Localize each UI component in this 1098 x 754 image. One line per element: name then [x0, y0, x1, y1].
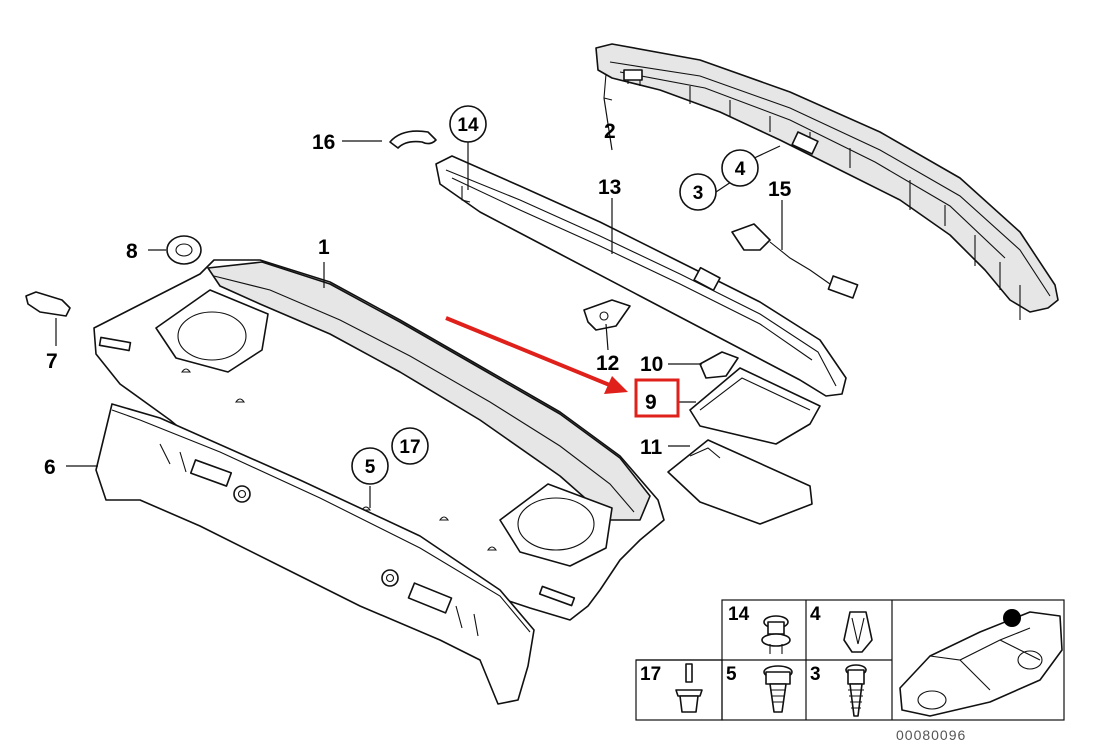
- fastener-legend: 14 4 17 5 3: [635, 599, 1065, 721]
- fastener-17-icon: [675, 663, 703, 713]
- legend-label-3: 3: [810, 664, 821, 685]
- legend-label-14: 14: [728, 604, 750, 625]
- brake-light-housing: [595, 43, 1059, 320]
- callout-9: 9: [645, 391, 657, 414]
- callout-14: 14: [457, 115, 479, 136]
- callout-3: 3: [693, 183, 704, 204]
- legend-label-17: 17: [640, 664, 661, 685]
- panel-11: [667, 439, 813, 525]
- lower-trim-panel: [95, 403, 535, 705]
- clip-16: [389, 130, 437, 149]
- callout-8: 8: [126, 240, 138, 263]
- highlight-arrow: [445, 316, 628, 394]
- leader-lines: [55, 97, 783, 508]
- panel-9: [689, 367, 821, 445]
- callout-17: 17: [399, 437, 420, 458]
- roller-sunblind: [435, 155, 847, 397]
- callout-16: 16: [312, 131, 335, 154]
- callout-12: 12: [596, 352, 619, 375]
- fastener-4-icon: [843, 611, 873, 653]
- callout-2: 2: [604, 120, 616, 143]
- callouts: 16 14 2 4 3 13 15 8 1 7 12 10 9 11 6 5 1…: [44, 105, 792, 485]
- callout-13: 13: [598, 176, 621, 199]
- car-location-icon: [899, 609, 1063, 717]
- callout-11: 11: [640, 436, 663, 459]
- fastener-14-icon: [761, 615, 791, 654]
- catalog-number: 00080096: [896, 727, 966, 743]
- callout-6: 6: [44, 456, 56, 479]
- callout-4: 4: [735, 159, 746, 180]
- callout-10: 10: [640, 353, 663, 376]
- callout-9-highlight: [634, 378, 680, 418]
- fastener-3-icon: [845, 664, 867, 717]
- callout-5: 5: [365, 457, 376, 478]
- legend-label-5: 5: [726, 664, 737, 685]
- callout-7: 7: [46, 350, 58, 373]
- cap-7: [25, 291, 71, 317]
- legend-label-4: 4: [810, 604, 821, 625]
- callout-1: 1: [318, 236, 330, 259]
- fastener-5-icon: [763, 665, 793, 713]
- wiring-15: [731, 223, 859, 299]
- bracket-12: [583, 299, 631, 331]
- cover-10: [699, 351, 739, 379]
- grommet-8: [166, 235, 202, 265]
- callout-15: 15: [768, 178, 792, 201]
